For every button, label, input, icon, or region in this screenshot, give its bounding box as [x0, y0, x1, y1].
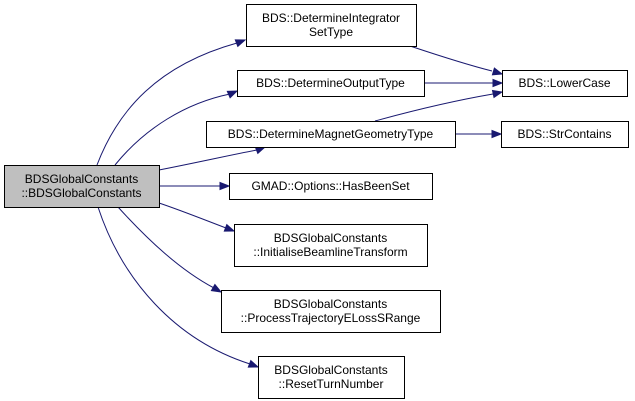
edge-arrowhead	[492, 78, 504, 88]
node-label-line: BDSGlobalConstants	[274, 297, 387, 311]
edge-arrowhead	[219, 181, 231, 191]
edge-root-to-process-trajectory-eloss-srange	[117, 206, 223, 293]
node-label-line: ::InitialiseBeamlineTransform	[253, 245, 407, 259]
node-label-line: BDSGlobalConstants	[25, 172, 138, 186]
edge-line	[158, 202, 227, 229]
edge-line	[374, 93, 494, 122]
node-determine-output-type[interactable]: BDS::DetermineOutputType	[237, 70, 425, 97]
node-label-line: BDS::StrContains	[517, 127, 611, 141]
node-box	[229, 173, 433, 200]
edge-line	[114, 93, 231, 166]
node-label-line: BDSGlobalConstants	[274, 363, 387, 377]
edge-arrowhead	[491, 67, 504, 76]
node-label-line: BDS::DetermineMagnetGeometryType	[228, 127, 434, 141]
node-box	[501, 121, 629, 148]
edge-line	[409, 45, 493, 72]
call-graph-edges	[96, 39, 504, 368]
edge-root-to-determine-output-type	[114, 90, 239, 166]
node-process-trajectory-eloss-srange[interactable]: BDSGlobalConstants::ProcessTrajectoryELo…	[221, 290, 441, 333]
node-lower-case[interactable]: BDS::LowerCase	[502, 70, 628, 97]
node-box	[237, 70, 425, 97]
node-box	[258, 356, 405, 399]
node-label-line: ::BDSGlobalConstants	[21, 186, 141, 200]
edge-line	[117, 206, 215, 289]
node-label-line: BDS::LowerCase	[518, 76, 610, 90]
edge-determine-output-type-to-lower-case	[424, 78, 504, 88]
node-str-contains[interactable]: BDS::StrContains	[501, 121, 629, 148]
node-label-line: SetType	[309, 25, 353, 39]
node-label-line: BDSGlobalConstants	[274, 231, 387, 245]
node-reset-turn-number[interactable]: BDSGlobalConstants::ResetTurnNumber	[258, 356, 405, 399]
edge-root-to-reset-turn-number	[97, 206, 260, 368]
node-box	[4, 165, 160, 208]
edge-determine-magnet-geometry-type-to-str-contains	[455, 129, 503, 139]
node-initialise-beamline-transform[interactable]: BDSGlobalConstants::InitialiseBeamlineTr…	[234, 224, 428, 267]
node-label-line: BDS::DetermineOutputType	[256, 76, 405, 90]
node-options-has-been-set[interactable]: GMAD::Options::HasBeenSet	[229, 173, 433, 200]
edge-line	[97, 206, 251, 365]
edge-determine-integrator-settype-to-lower-case	[409, 45, 504, 76]
edge-line	[158, 149, 258, 171]
edge-root-to-options-has-been-set	[159, 181, 231, 191]
call-graph-nodes: BDSGlobalConstants::BDSGlobalConstantsBD…	[4, 4, 629, 399]
node-label-line: ::ResetTurnNumber	[279, 377, 384, 391]
edge-arrowhead	[247, 359, 260, 368]
edge-arrowhead	[226, 90, 239, 99]
node-determine-magnet-geometry-type[interactable]: BDS::DetermineMagnetGeometryType	[206, 121, 456, 148]
node-label-line: BDS::DetermineIntegrator	[262, 11, 400, 25]
edge-arrowhead	[234, 39, 247, 48]
edge-arrowhead	[210, 283, 223, 293]
edge-arrowhead	[491, 129, 503, 139]
node-box	[221, 290, 441, 333]
node-box	[246, 4, 417, 47]
edge-arrowhead	[223, 223, 236, 232]
node-box	[234, 224, 428, 267]
node-label-line: ::ProcessTrajectoryELossSRange	[241, 311, 421, 325]
edge-arrowhead	[491, 89, 504, 99]
node-label-line: GMAD::Options::HasBeenSet	[251, 179, 410, 193]
edge-root-to-initialise-beamline-transform	[158, 202, 236, 232]
node-root[interactable]: BDSGlobalConstants::BDSGlobalConstants	[4, 165, 160, 208]
edge-line	[96, 42, 238, 166]
edge-root-to-determine-integrator-settype	[96, 39, 247, 166]
node-box	[502, 70, 628, 97]
edge-determine-magnet-geometry-type-to-lower-case	[374, 89, 504, 122]
edge-root-to-determine-magnet-geometry-type	[158, 146, 267, 171]
node-box	[206, 121, 456, 148]
